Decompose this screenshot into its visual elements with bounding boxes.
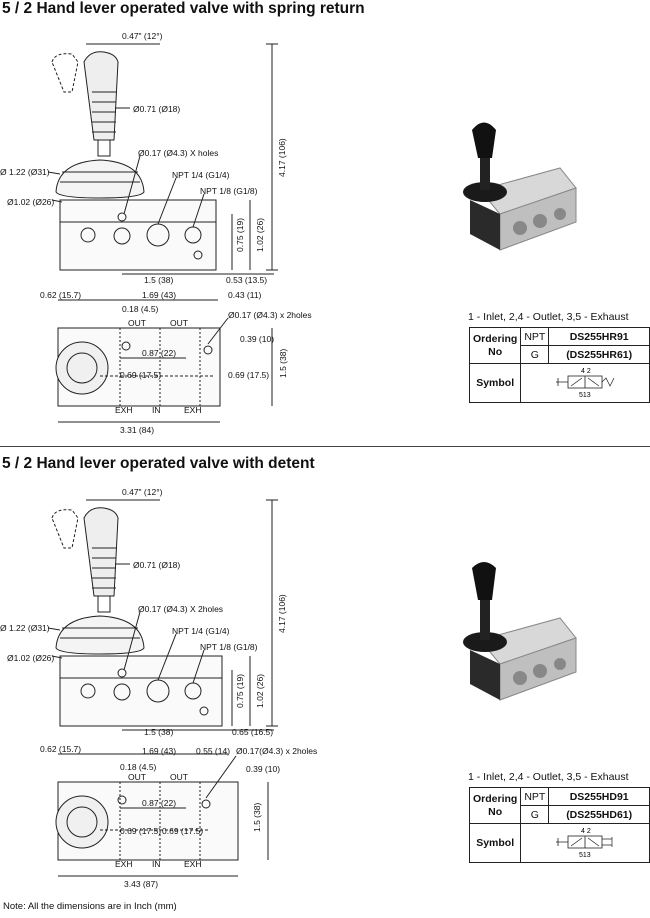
dim-base: Ø1.02 (Ø26) <box>7 653 54 663</box>
g-code: (DS255HD61) <box>548 805 650 824</box>
npt-code: DS255HR91 <box>548 327 650 346</box>
label-exh-a: EXH <box>115 405 132 415</box>
dim-npt-14: NPT 1/4 (G1/4) <box>172 626 230 636</box>
side-view-drawing: 0.47" (12°) Ø0.71 (Ø18) Ø0.17 (Ø4.3) X h… <box>0 31 287 285</box>
valve-symbol-icon: 4 2 513 <box>556 368 615 399</box>
dim-holes: Ø0.17 (Ø4.3) x 2holes <box>228 310 312 320</box>
dim-right-offset: 0.55 (14) <box>196 746 230 756</box>
dim-end-width: 0.65 (16.5) <box>232 727 273 737</box>
dim-height: 1.5 (38) <box>278 349 288 378</box>
dim-knob: Ø0.71 (Ø18) <box>133 104 180 114</box>
dim-hole-offset: 0.39 (10) <box>246 764 280 774</box>
label-exh-a: EXH <box>115 859 132 869</box>
dim-npt-14: NPT 1/4 (G1/4) <box>172 170 230 180</box>
dim-hole: Ø0.17 (Ø4.3) X holes <box>138 148 218 158</box>
dim-center-width: 1.69 (43) <box>142 290 176 300</box>
dim-npt-18: NPT 1/8 (G1/8) <box>200 642 258 652</box>
dim-center-width: 1.69 (43) <box>142 746 176 756</box>
dim-port-height: 0.75 (19) <box>235 674 245 708</box>
svg-text:513: 513 <box>579 852 591 859</box>
npt-code: DS255HD91 <box>548 787 650 806</box>
dim-port-height: 0.75 (19) <box>235 218 245 252</box>
dim-angle: 0.47" (12°) <box>122 31 163 41</box>
dim-pitch-left: 0.69 (17.5) <box>120 370 161 380</box>
npt-label: NPT <box>520 787 550 806</box>
svg-text:513: 513 <box>579 392 591 399</box>
dim-total-height: 4.17 (106) <box>277 138 287 177</box>
dim-boot: Ø 1.22 (Ø31) <box>0 167 50 177</box>
dim-body-height: 1.02 (26) <box>255 674 265 708</box>
section-title: 5 / 2 Hand lever operated valve with det… <box>2 455 315 472</box>
dim-hole: Ø0.17 (Ø4.3) X 2holes <box>138 604 223 614</box>
dim-ports-width: 1.5 (38) <box>144 727 173 737</box>
label-out-a: OUT <box>128 318 146 328</box>
label-out-b: OUT <box>170 772 188 782</box>
ports-legend: 1 - Inlet, 2,4 - Outlet, 3,5 - Exhaust <box>468 311 629 323</box>
footnote: Note: All the dimensions are in Inch (mm… <box>3 901 177 912</box>
svg-text:4 2: 4 2 <box>581 368 591 375</box>
label-exh-b: EXH <box>184 859 201 869</box>
dim-length: 3.31 (84) <box>120 425 154 435</box>
label-out-b: OUT <box>170 318 188 328</box>
section-divider <box>0 446 650 447</box>
dim-base: Ø1.02 (Ø26) <box>7 197 54 207</box>
npt-label: NPT <box>520 327 550 346</box>
label-out-a: OUT <box>128 772 146 782</box>
dim-length: 3.43 (87) <box>124 879 158 889</box>
product-photo <box>463 562 577 701</box>
top-view-drawing: 0.62 (15.7) 1.69 (43) 0.43 (11) 0.18 (4.… <box>40 290 312 435</box>
product-photo <box>463 122 577 251</box>
dim-pitch-left: 0.69 (17.5) <box>120 826 161 836</box>
dim-end-width: 0.53 (13.5) <box>226 275 267 285</box>
top-view-drawing: 0.62 (15.7) 1.69 (43) 0.55 (14) 0.18 (4.… <box>40 744 317 889</box>
section-title: 5 / 2 Hand lever operated valve with spr… <box>2 0 365 17</box>
side-view-drawing: 0.47" (12°) Ø0.71 (Ø18) Ø0.17 (Ø4.3) X 2… <box>0 487 287 737</box>
dim-right-offset: 0.43 (11) <box>228 290 262 300</box>
dim-left-offset: 0.62 (15.7) <box>40 744 81 754</box>
dim-angle: 0.47" (12°) <box>122 487 163 497</box>
dim-left-offset: 0.62 (15.7) <box>40 290 81 300</box>
dim-hole-offset: 0.39 (10) <box>240 334 274 344</box>
symbol-label: Symbol <box>468 363 522 403</box>
dim-holes: Ø0.17(Ø4.3) x 2holes <box>236 746 317 756</box>
valve-symbol-icon: 4 2 513 <box>556 828 613 859</box>
label-in: IN <box>152 859 161 869</box>
g-label: G <box>520 345 550 364</box>
dim-total-height: 4.17 (106) <box>277 594 287 633</box>
valve-symbol: 4 2 513 <box>520 363 650 403</box>
dim-out-pitch: 0.87 (22) <box>142 348 176 358</box>
ports-legend: 1 - Inlet, 2,4 - Outlet, 3,5 - Exhaust <box>468 771 629 783</box>
dim-npt-18: NPT 1/8 (G1/8) <box>200 186 258 196</box>
dim-height: 1.5 (38) <box>252 803 262 832</box>
valve-symbol: 4 2 513 <box>520 823 650 863</box>
label-in: IN <box>152 405 161 415</box>
dim-knob: Ø0.71 (Ø18) <box>133 560 180 570</box>
dim-body-height: 1.02 (26) <box>255 218 265 252</box>
dim-pitch-right: 0.69 (17.5) <box>162 826 203 836</box>
dim-boot: Ø 1.22 (Ø31) <box>0 623 50 633</box>
label-exh-b: EXH <box>184 405 201 415</box>
dim-pitch-right: 0.69 (17.5) <box>228 370 269 380</box>
symbol-label: Symbol <box>468 823 522 863</box>
g-code: (DS255HR61) <box>548 345 650 364</box>
dim-out-pitch: 0.87 (22) <box>142 798 176 808</box>
dim-ports-width: 1.5 (38) <box>144 275 173 285</box>
dim-small-offset: 0.18 (4.5) <box>122 304 159 314</box>
svg-text:4 2: 4 2 <box>581 828 591 835</box>
g-label: G <box>520 805 550 824</box>
dim-small-offset: 0.18 (4.5) <box>120 762 157 772</box>
